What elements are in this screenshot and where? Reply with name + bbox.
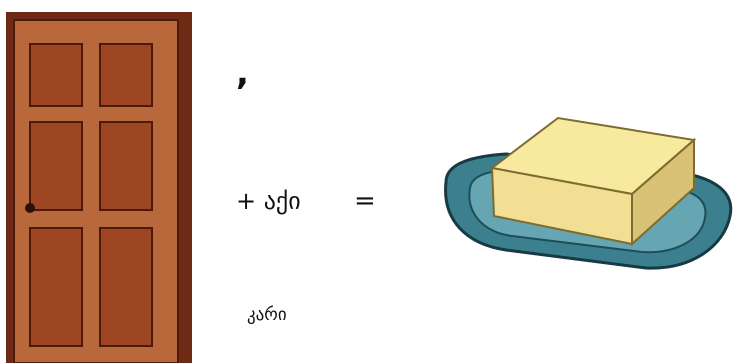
equals-sign: = bbox=[354, 186, 376, 216]
door-knob bbox=[25, 203, 35, 213]
apostrophe-mark: , bbox=[236, 53, 249, 93]
equation-text: + აქი bbox=[236, 187, 301, 215]
door-image bbox=[6, 12, 192, 363]
door-word: კარი bbox=[247, 305, 287, 325]
butter-block bbox=[489, 116, 697, 247]
door-panels bbox=[29, 43, 153, 347]
butter-image bbox=[444, 116, 733, 270]
